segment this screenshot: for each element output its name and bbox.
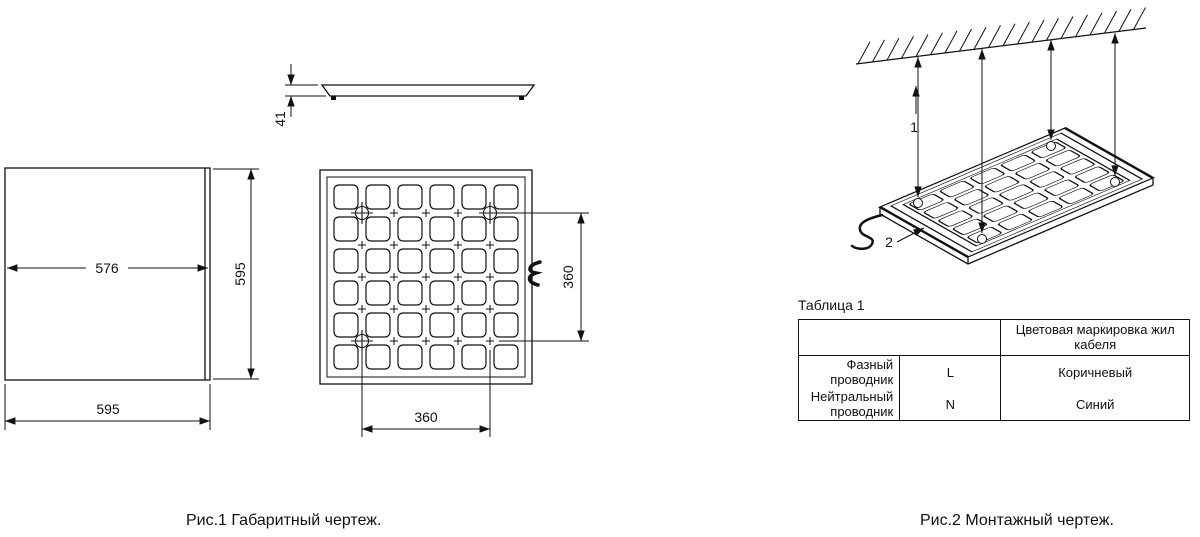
table-row-phase: Фазный проводник L Коричневый — [797, 355, 1190, 388]
suspension-wires — [914, 33, 1119, 233]
neutral-conductor-code: N — [899, 388, 1002, 421]
fig1-caption: Рис.1 Габаритный чертеж. — [186, 512, 382, 529]
dim-inner-width-label: 576 — [95, 260, 119, 276]
dim-mount-vertical-label: 360 — [560, 265, 576, 289]
cell-separators — [358, 209, 494, 345]
fig2-mounting-drawing: 1 2 — [850, 7, 1156, 265]
mounting-point-markers — [351, 202, 501, 352]
dim-mount-horizontal-label: 360 — [414, 409, 438, 425]
table-row-neutral: Нейтральный проводник N Синий — [797, 388, 1190, 421]
neutral-conductor-name: Нейтральный проводник — [797, 388, 901, 421]
fig1-dimensional-drawing: 41 576 595 595 — [4, 64, 589, 437]
iso-mounting-holes — [913, 141, 1120, 244]
cable-marking-table: Цветовая маркировка жил кабеля Фазный пр… — [797, 319, 1190, 421]
callout-1-label: 1 — [910, 119, 918, 135]
fig2-caption: Рис.2 Монтажный чертеж. — [920, 512, 1114, 529]
table-1-title: Таблица 1 — [798, 297, 865, 313]
diffuser-cells — [333, 184, 519, 370]
ceiling-line — [855, 27, 1147, 65]
clip-foot-left — [331, 96, 336, 100]
dim-height-label: 595 — [232, 262, 248, 286]
table-header-color-marking: Цветовая маркировка жил кабеля — [1000, 319, 1190, 356]
phase-conductor-code: L — [899, 355, 1002, 388]
table-1-block: Таблица 1 Цветовая маркировка жил кабеля… — [797, 297, 1190, 421]
phase-conductor-color: Коричневый — [1000, 355, 1190, 388]
neutral-conductor-color: Синий — [1000, 388, 1190, 421]
table-header-empty-cell — [797, 319, 1002, 356]
phase-conductor-name: Фазный проводник — [797, 355, 901, 388]
callout-2-arrow — [896, 227, 925, 243]
spring-clip-icon — [527, 260, 543, 287]
supply-cable — [850, 213, 884, 250]
fig1-side-profile-view: 41 — [272, 64, 536, 127]
ceiling-hatching — [857, 7, 1146, 64]
callout-2-label: 2 — [885, 234, 893, 250]
fig1-grid-view: 360 360 — [319, 169, 589, 437]
dim-width-label: 595 — [96, 401, 120, 417]
dim-thickness-label: 41 — [272, 111, 288, 127]
clip-foot-right — [519, 96, 524, 100]
fig1-front-view: 576 595 595 — [4, 167, 259, 430]
